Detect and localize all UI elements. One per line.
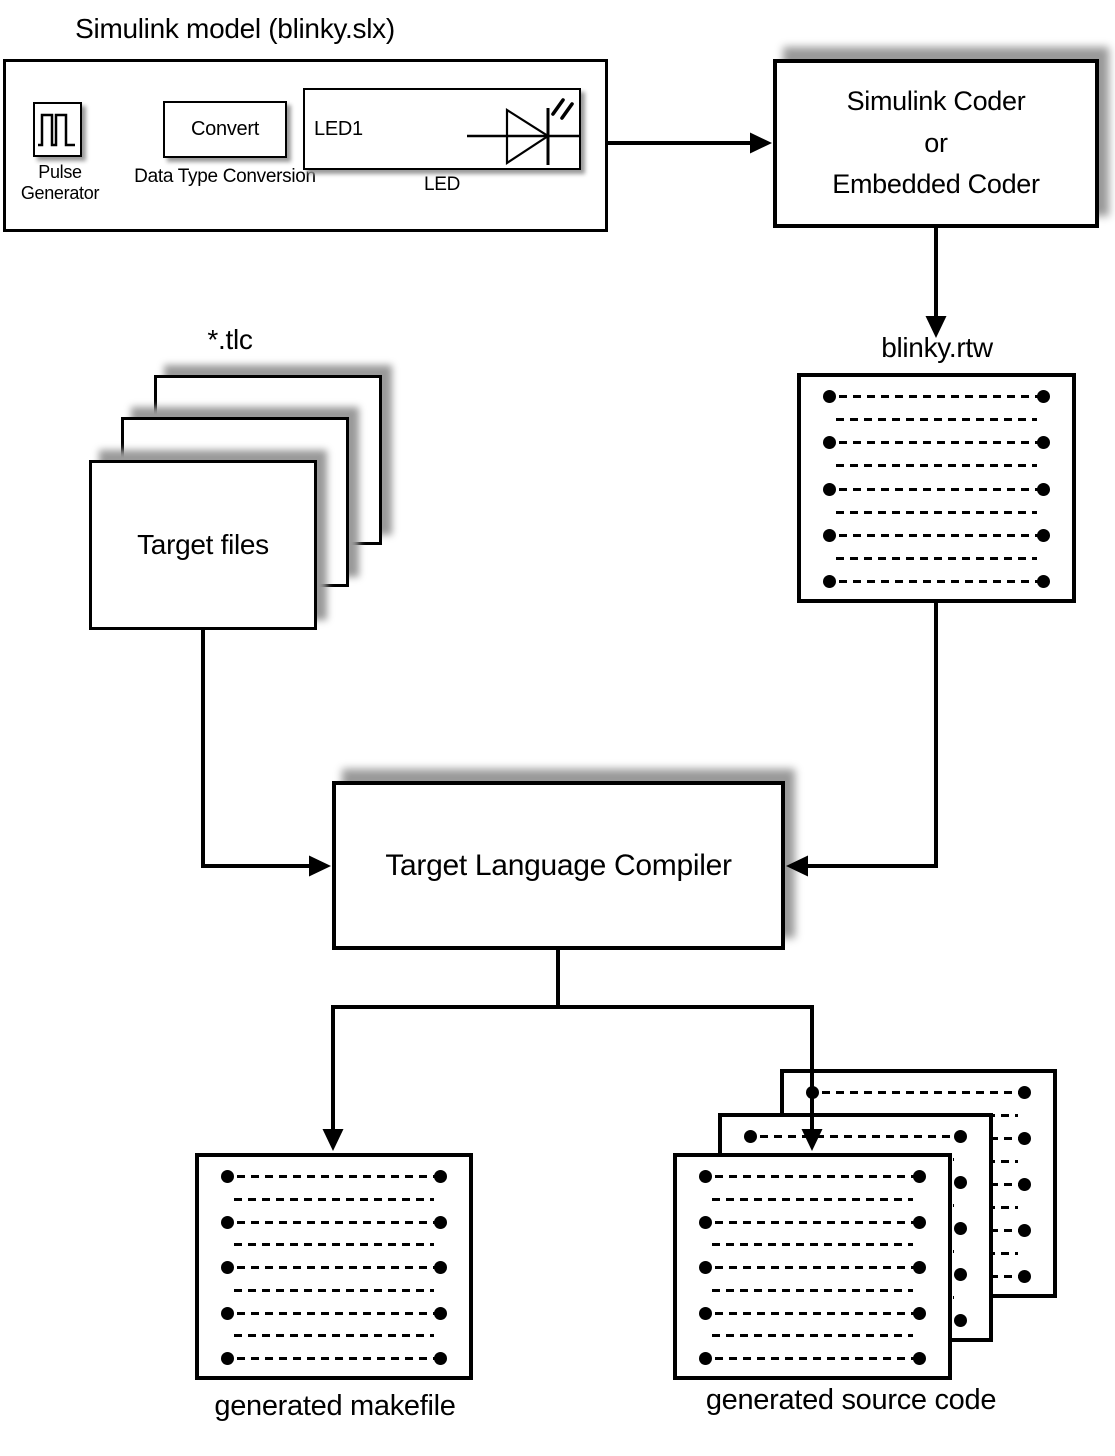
coder-line-1: Simulink Coder: [846, 85, 1026, 116]
doc-line: [712, 1329, 913, 1343]
doc-line: [221, 1170, 447, 1183]
document-lines: [823, 390, 1050, 588]
arrow-split-to-makefile: [322, 1005, 344, 1151]
target-files-text: Target files: [137, 529, 269, 560]
doc-line: [823, 482, 1050, 496]
led-block-label: LED: [423, 174, 461, 195]
generated-makefile-document: [195, 1153, 473, 1380]
doc-line: [744, 1130, 967, 1143]
document-lines: [221, 1170, 447, 1365]
arrow-coder-to-rtw: [925, 228, 947, 338]
doc-line: [712, 1238, 913, 1252]
target-file-page-front[interactable]: Target files: [89, 460, 317, 630]
doc-line: [823, 390, 1050, 403]
doc-line: [699, 1170, 926, 1183]
doc-line: [823, 575, 1050, 588]
rtw-document: [797, 373, 1076, 603]
doc-line: [221, 1352, 447, 1365]
convert-block-text: Convert: [191, 118, 259, 140]
simulink-coder-box[interactable]: Simulink Coder or Embedded Coder: [773, 59, 1099, 228]
doc-line: [836, 505, 1037, 519]
target-language-compiler-box[interactable]: Target Language Compiler: [332, 781, 785, 950]
document-lines: [699, 1170, 926, 1365]
simulink-model-box: Pulse Generator Convert Data Type Conver…: [3, 59, 608, 232]
doc-line: [699, 1352, 926, 1365]
doc-line: [234, 1238, 434, 1252]
compiler-label: Target Language Compiler: [385, 848, 732, 882]
pulse-waveform-icon: [38, 113, 75, 147]
pulse-generator-label: Pulse Generator: [20, 162, 100, 203]
led-diode-icon: [467, 98, 579, 166]
doc-line: [712, 1192, 913, 1206]
doc-line: [712, 1283, 913, 1297]
generated-makefile-label: generated makefile: [214, 1390, 456, 1422]
arrow-rtw-to-compiler: [786, 603, 938, 877]
doc-line: [234, 1192, 434, 1206]
doc-line: [836, 459, 1037, 473]
doc-line: [221, 1306, 447, 1320]
led-block[interactable]: LED1: [303, 88, 581, 170]
doc-line: [234, 1329, 434, 1343]
doc-line: [221, 1261, 447, 1274]
doc-line: [836, 551, 1037, 565]
doc-line: [806, 1086, 1031, 1099]
doc-line: [234, 1283, 434, 1297]
doc-line: [836, 413, 1037, 427]
doc-line: [699, 1306, 926, 1320]
doc-line: [699, 1261, 926, 1274]
tlc-files-label: *.tlc: [207, 324, 253, 355]
arrow-targetfiles-to-compiler: [201, 630, 331, 877]
rtw-file-label: blinky.rtw: [881, 332, 993, 363]
pulse-generator-block[interactable]: [33, 102, 82, 157]
arrow-model-to-coder: [608, 132, 772, 154]
connector-compiler-split: [331, 950, 814, 1009]
led-input-port-label: LED1: [314, 117, 363, 140]
simulink-model-title: Simulink model (blinky.slx): [75, 13, 395, 44]
doc-line: [221, 1215, 447, 1229]
doc-line: [823, 436, 1050, 450]
source-code-page-front: [673, 1153, 952, 1380]
doc-line: [699, 1215, 926, 1229]
generated-source-code-label: generated source code: [705, 1384, 997, 1416]
coder-line-2: or: [924, 127, 948, 158]
data-type-conversion-block[interactable]: Convert: [163, 101, 287, 158]
coder-line-3: Embedded Coder: [832, 169, 1040, 200]
doc-line: [823, 528, 1050, 542]
data-type-conversion-label: Data Type Conversion: [134, 166, 316, 187]
